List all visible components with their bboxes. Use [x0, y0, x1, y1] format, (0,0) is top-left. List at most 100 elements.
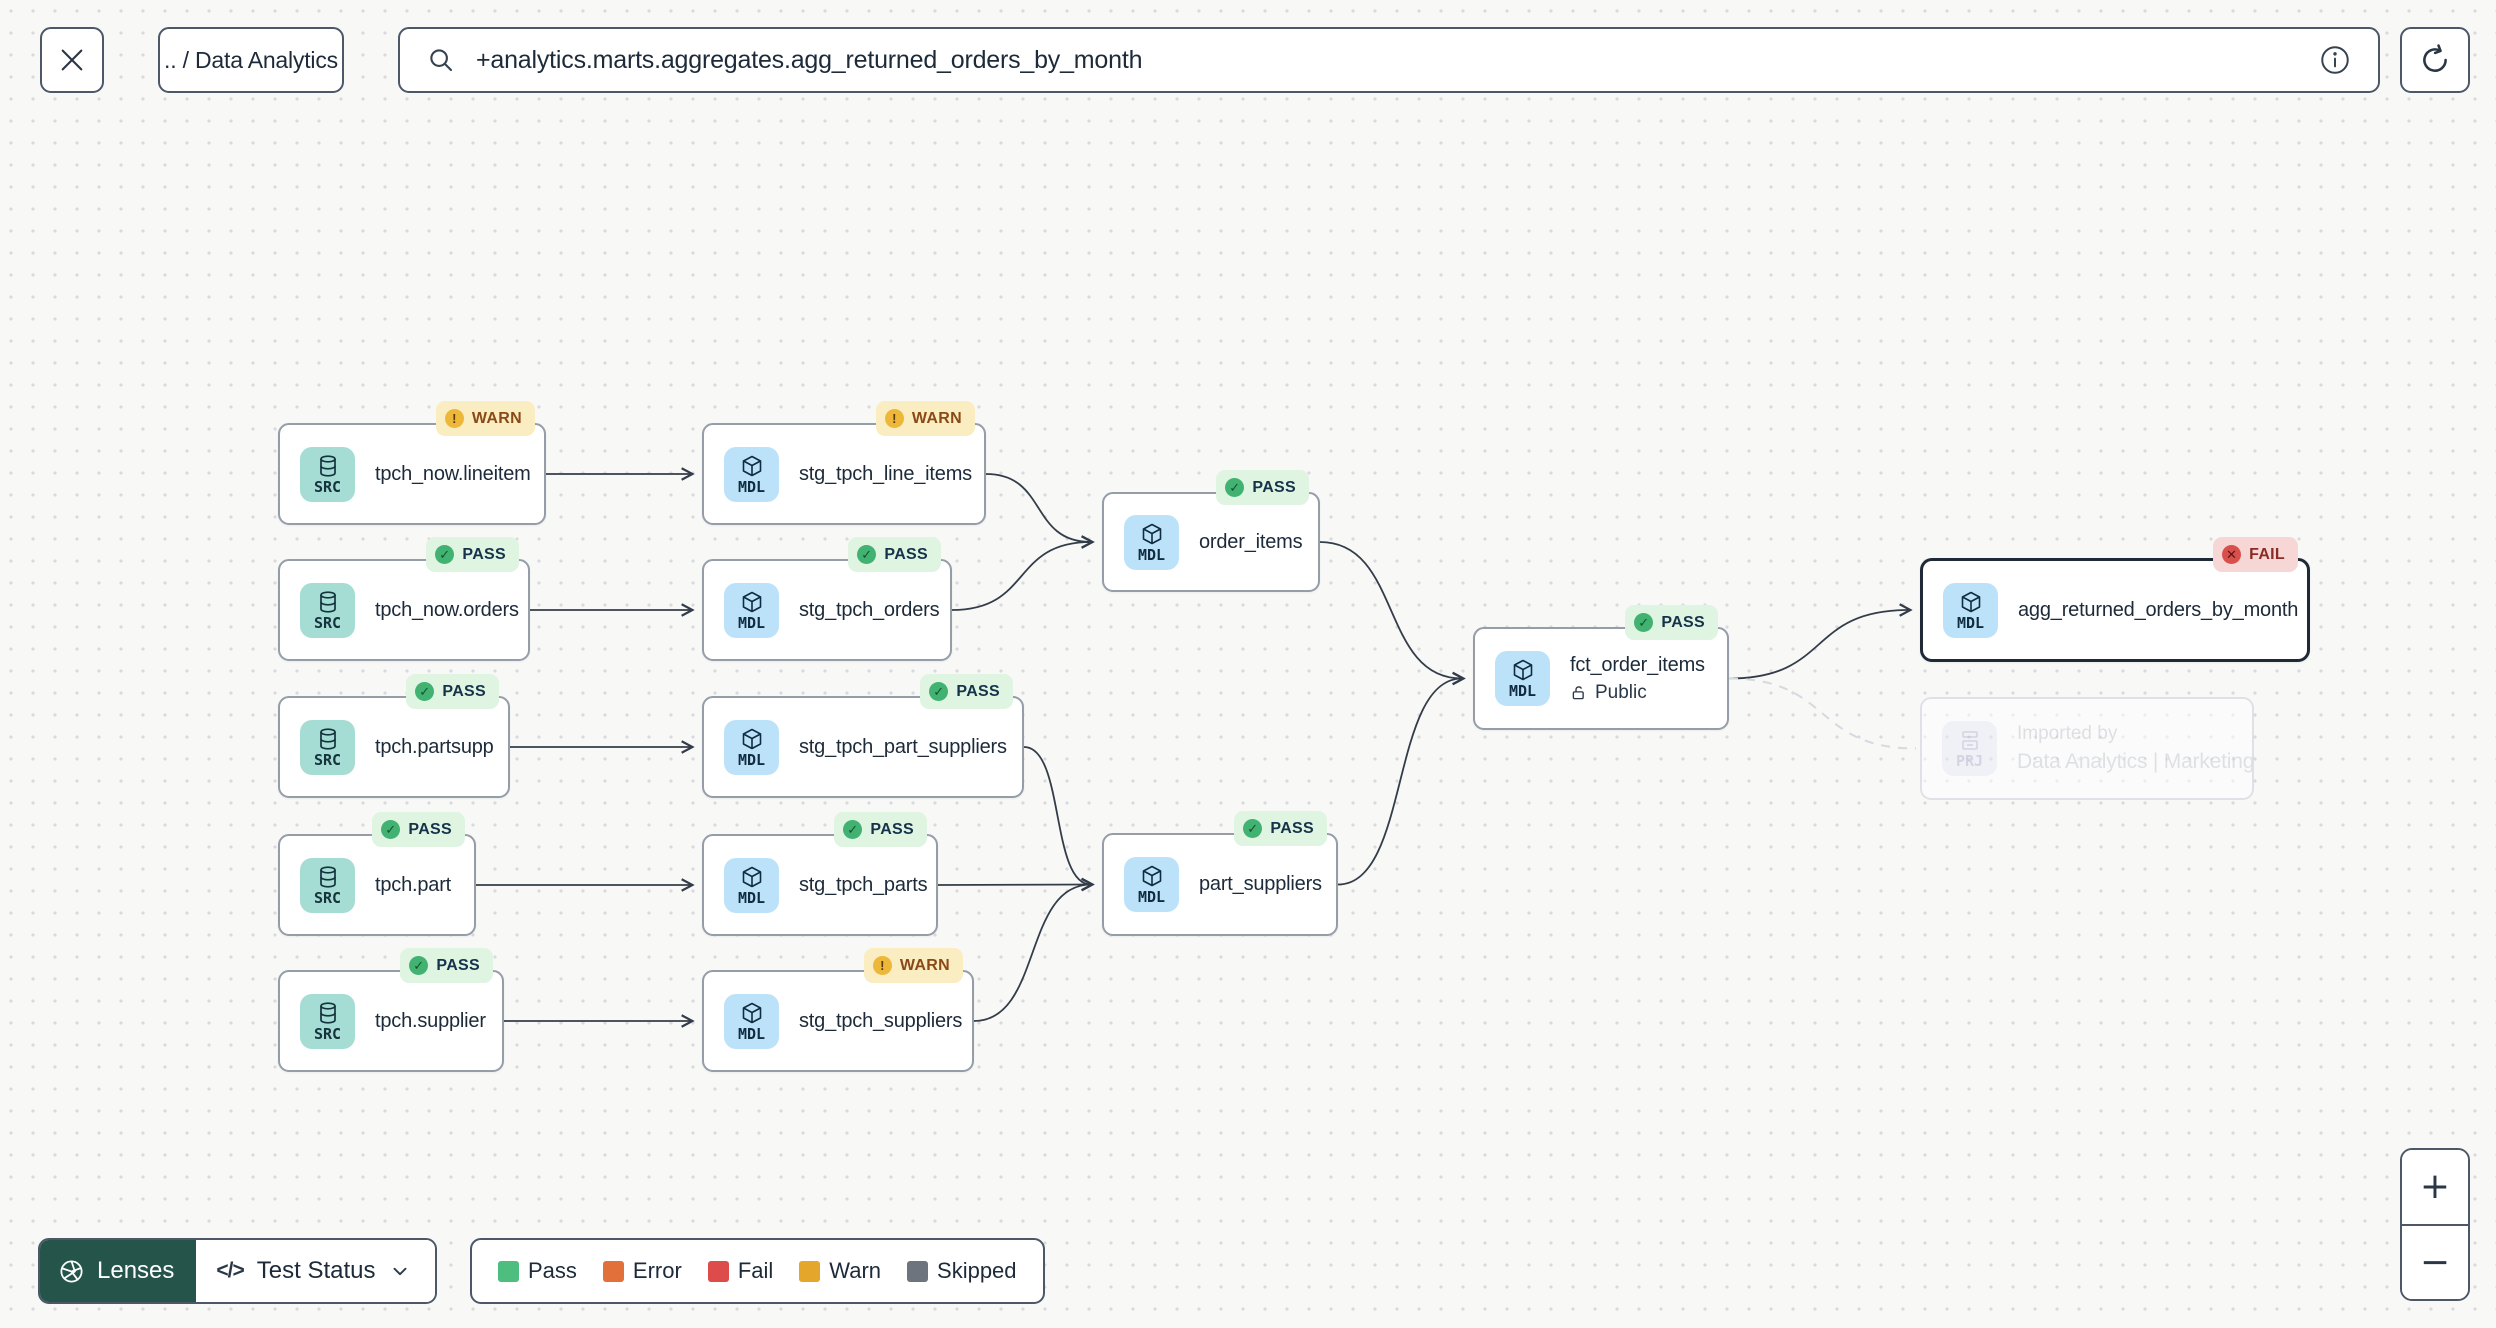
src-type-icon: SRC [300, 857, 355, 913]
mdl-type-icon: MDL [724, 993, 779, 1049]
src-type-icon: SRC [300, 719, 355, 775]
status-dot-icon: ✓ [1243, 819, 1263, 838]
zoom-controls: + − [2400, 1148, 2470, 1301]
status-badge-pass: ✓PASS [406, 674, 499, 709]
node-label: stg_tpch_orders [799, 598, 940, 621]
mdl-type-icon: MDL [1124, 514, 1179, 570]
status-dot-icon: ! [872, 956, 892, 975]
legend-swatch-fail [707, 1260, 729, 1282]
close-button[interactable] [40, 27, 104, 93]
legend-item-pass: Pass [498, 1258, 577, 1284]
node-label: tpch.part [375, 873, 452, 896]
edge-stg_parts-to-part_suppliers [937, 885, 1091, 886]
search-field[interactable] [398, 27, 2380, 93]
status-badge-pass: ✓PASS [920, 674, 1013, 709]
graph-node-order_items[interactable]: ✓PASS MDL order_items [1102, 470, 1320, 592]
chevron-down-icon [393, 1267, 406, 1276]
code-icon: </> [216, 1259, 244, 1282]
graph-node-stg_part_suppliers[interactable]: ✓PASS MDL stg_tpch_part_suppliers [702, 674, 1024, 798]
edge-fct_order_items-to-imported_by [1728, 677, 1917, 750]
mdl-type-icon: MDL [724, 582, 779, 638]
status-badge-pass: ✓PASS [1625, 605, 1718, 640]
close-icon [61, 49, 83, 71]
legend-item-warn: Warn [799, 1258, 881, 1284]
node-label: stg_tpch_suppliers [799, 1009, 963, 1032]
status-badge-pass: ✓PASS [848, 537, 941, 572]
lenses-control: Lenses </> Test Status [38, 1238, 437, 1304]
edge-stg_part_suppliers-to-part_suppliers [1023, 746, 1091, 885]
node-label: Data Analytics | Marketing [2017, 750, 2255, 773]
legend-swatch-pass [498, 1260, 519, 1282]
database-icon [319, 454, 336, 477]
node-label: agg_returned_orders_by_month [2018, 598, 2299, 621]
node-label: stg_tpch_parts [799, 873, 928, 896]
graph-node-src_lineitem[interactable]: !WARN SRC tpch_now.lineitem [278, 401, 546, 525]
status-dot-icon: ✓ [843, 820, 863, 839]
node-label: tpch_now.lineitem [375, 462, 531, 485]
status-badge-warn: !WARN [863, 948, 963, 983]
node-label: tpch.partsupp [375, 735, 494, 758]
plus-icon: + [2419, 1166, 2451, 1208]
cube-icon [742, 1002, 761, 1023]
legend-swatch-error [602, 1260, 624, 1282]
minus-icon: − [2419, 1241, 2451, 1283]
database-icon [319, 590, 336, 613]
project-icon [1961, 731, 1978, 750]
zoom-out-button[interactable]: − [2402, 1225, 2468, 1299]
mdl-type-icon: MDL [724, 446, 779, 502]
src-type-icon: SRC [300, 446, 355, 502]
status-dot-icon: ✓ [381, 820, 401, 839]
legend-swatch-warn [799, 1260, 821, 1282]
refresh-button[interactable] [2400, 27, 2470, 93]
cube-icon [1513, 659, 1532, 681]
status-badge-warn: !WARN [435, 401, 535, 436]
status-badge-pass: ✓PASS [426, 537, 519, 572]
database-icon [319, 865, 336, 888]
info-icon[interactable] [2318, 43, 2352, 77]
status-badge-pass: ✓PASS [400, 948, 493, 983]
search-input[interactable] [476, 45, 2318, 75]
lens-selector[interactable]: </> Test Status [196, 1240, 435, 1302]
lenses-button[interactable]: Lenses [40, 1240, 197, 1302]
node-access-label: Public [1570, 682, 1705, 704]
node-label: tpch.supplier [375, 1009, 486, 1032]
edge-stg_suppliers-to-part_suppliers [973, 885, 1091, 1022]
status-dot-icon: ✓ [435, 545, 455, 564]
unlock-icon [1572, 685, 1584, 699]
lens-selected-value: Test Status [256, 1257, 376, 1284]
breadcrumb[interactable]: .. / Data Analytics [158, 27, 344, 93]
status-dot-icon: ✓ [1634, 613, 1654, 632]
graph-node-stg_orders[interactable]: ✓PASS MDL stg_tpch_orders [702, 537, 952, 661]
status-badge-fail: ✕FAIL [2213, 537, 2298, 572]
node-pre-label: Imported by [2017, 723, 2118, 744]
cube-icon [1142, 865, 1161, 887]
graph-node-src_partsupp[interactable]: ✓PASS SRC tpch.partsupp [278, 674, 510, 798]
mdl-type-icon: MDL [724, 719, 779, 775]
cube-icon [1142, 523, 1161, 544]
status-badge-pass: ✓PASS [1234, 811, 1327, 846]
node-label: stg_tpch_part_suppliers [799, 735, 1007, 758]
node-label: order_items [1199, 530, 1303, 553]
graph-node-stg_suppliers[interactable]: !WARN MDL stg_tpch_suppliers [702, 948, 974, 1072]
status-dot-icon: ✕ [2222, 545, 2242, 564]
status-dot-icon: ! [884, 409, 904, 428]
status-badge-warn: !WARN [875, 401, 975, 436]
legend-item-fail: Fail [707, 1258, 773, 1284]
mdl-type-icon: MDL [1495, 651, 1550, 706]
status-badge-pass: ✓PASS [1216, 470, 1309, 505]
refresh-icon [2423, 44, 2447, 72]
zoom-in-button[interactable]: + [2402, 1150, 2468, 1226]
legend-item-skipped: Skipped [907, 1258, 1017, 1284]
edge-stg_line_items-to-order_items [985, 473, 1091, 542]
cube-icon [742, 591, 761, 612]
